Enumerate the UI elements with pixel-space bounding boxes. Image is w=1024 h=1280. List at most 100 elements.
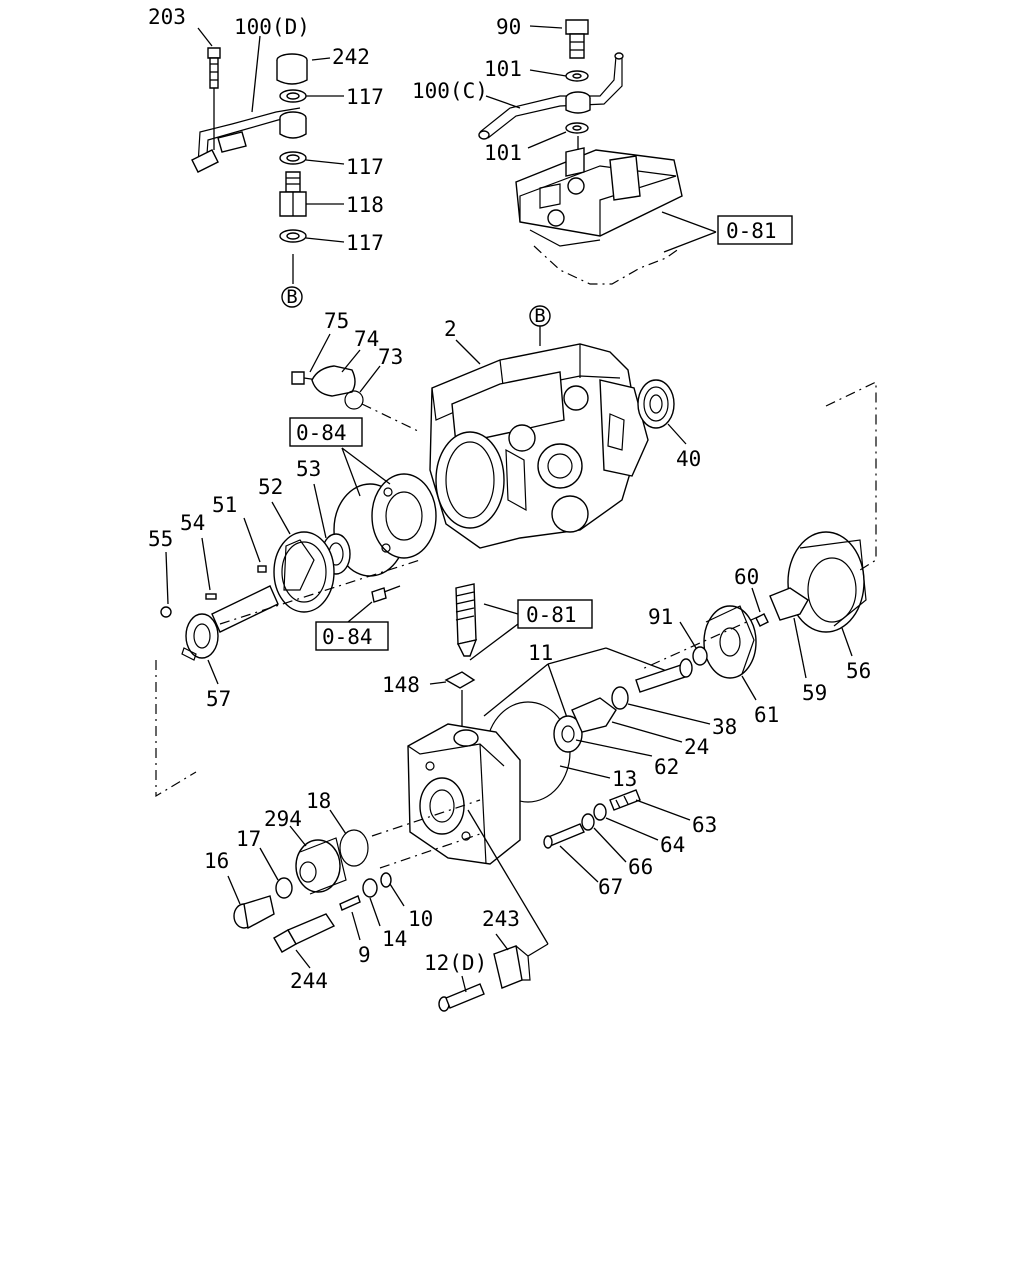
part-60-screw: [755, 613, 769, 627]
part-flange-plate: [333, 473, 437, 577]
label-14: 14: [382, 927, 407, 951]
label-57: 57: [206, 687, 231, 711]
label-90: 90: [496, 15, 521, 39]
part-74-plate: [311, 365, 356, 397]
label-ref-081-mid: 0-81: [526, 603, 577, 627]
part-101-washer-b: [565, 122, 589, 134]
part-17-washer: [275, 877, 293, 899]
part-117-washer-c: [279, 229, 307, 243]
part-16-plug: [233, 895, 275, 930]
label-242: 242: [332, 45, 370, 69]
label-ref-081-top: 0-81: [726, 219, 777, 243]
label-64: 64: [660, 833, 685, 857]
ref-box-081-mid: [517, 599, 593, 629]
part-hydraulic-head: [407, 723, 521, 865]
part-294-sleeve: [295, 837, 347, 895]
label-38: 38: [712, 715, 737, 739]
label-101-a: 101: [484, 57, 522, 81]
part-75-screw: [291, 371, 319, 385]
label-53: 53: [296, 457, 321, 481]
part-244-fitting: [273, 913, 336, 953]
governor-cover-body: [515, 147, 683, 247]
part-40-bearing: [637, 379, 675, 429]
label-ref-084-bottom: 0-84: [322, 625, 373, 649]
part-100c-pipe: [478, 52, 624, 140]
part-18-oring: [339, 829, 369, 867]
part-243-bracket: [493, 945, 531, 989]
part-banjo-eye: [279, 111, 307, 139]
part-73-oring: [344, 390, 364, 410]
part-12d-bolt: [438, 983, 485, 1012]
label-59: 59: [802, 681, 827, 705]
part-90-bolt: [565, 19, 589, 59]
label-60: 60: [734, 565, 759, 589]
label-117-a: 117: [346, 85, 384, 109]
label-17: 17: [236, 827, 261, 851]
ref-box-084-bottom: [315, 621, 389, 651]
label-2: 2: [444, 317, 457, 341]
label-118: 118: [346, 193, 384, 217]
label-74: 74: [354, 327, 379, 351]
ref-marker-b-top: B: [281, 286, 303, 308]
label-56: 56: [846, 659, 871, 683]
part-56-cover: [787, 531, 867, 633]
part-62-spring-seat: [553, 715, 583, 753]
label-148: 148: [382, 673, 420, 697]
label-100d: 100(D): [234, 15, 310, 39]
label-66: 66: [628, 855, 653, 879]
label-203: 203: [148, 5, 186, 29]
part-148-gasket: [444, 671, 476, 689]
label-12d: 12(D): [424, 951, 487, 975]
part-11-plunger: [635, 658, 693, 693]
part-91-washer: [692, 646, 708, 666]
part-118-bolt: [279, 171, 307, 217]
label-117-c: 117: [346, 231, 384, 255]
label-11: 11: [528, 641, 553, 665]
part-delivery-valve: [455, 583, 478, 657]
label-13: 13: [612, 767, 637, 791]
label-73: 73: [378, 345, 403, 369]
ref-box-084-top: [289, 417, 363, 447]
part-24-plate: [571, 697, 617, 733]
label-40: 40: [676, 447, 701, 471]
part-64-washer: [593, 803, 607, 821]
label-62: 62: [654, 755, 679, 779]
part-54-key: [205, 593, 217, 600]
part-51-key: [257, 565, 267, 573]
governor-gasket: [533, 245, 681, 285]
part-10-washer: [380, 872, 392, 888]
part-100d-pipe: [191, 107, 301, 173]
part-9-spring: [339, 895, 361, 911]
label-67: 67: [598, 875, 623, 899]
part-242-cap: [276, 53, 308, 85]
part-59-plate: [769, 587, 809, 621]
label-10: 10: [408, 907, 433, 931]
label-294: 294: [264, 807, 302, 831]
part-66-washer: [581, 813, 595, 831]
label-100c: 100(C): [412, 79, 488, 103]
label-54: 54: [180, 511, 205, 535]
part-67-bolt: [543, 823, 585, 849]
part-52-gear: [273, 531, 335, 613]
label-24: 24: [684, 735, 709, 759]
ref-box-081-top: [717, 215, 793, 245]
part-flange-screw: [371, 585, 401, 603]
label-244: 244: [290, 969, 328, 993]
label-18: 18: [306, 789, 331, 813]
label-101-b: 101: [484, 141, 522, 165]
part-14-valve: [362, 878, 378, 898]
part-61-cam-plate: [703, 605, 757, 679]
part-55-pin: [160, 606, 172, 618]
label-61: 61: [754, 703, 779, 727]
part-63-screw: [609, 789, 641, 811]
part-117-washer-a: [279, 89, 307, 103]
label-243: 243: [482, 907, 520, 931]
part-57-drive-shaft: [181, 585, 279, 661]
label-9: 9: [358, 943, 371, 967]
part-101-washer-a: [565, 70, 589, 82]
ref-marker-b-mid-text: B: [534, 305, 545, 327]
part-38-shim: [611, 686, 629, 710]
label-ref-084-top: 0-84: [296, 421, 347, 445]
label-91: 91: [648, 605, 673, 629]
